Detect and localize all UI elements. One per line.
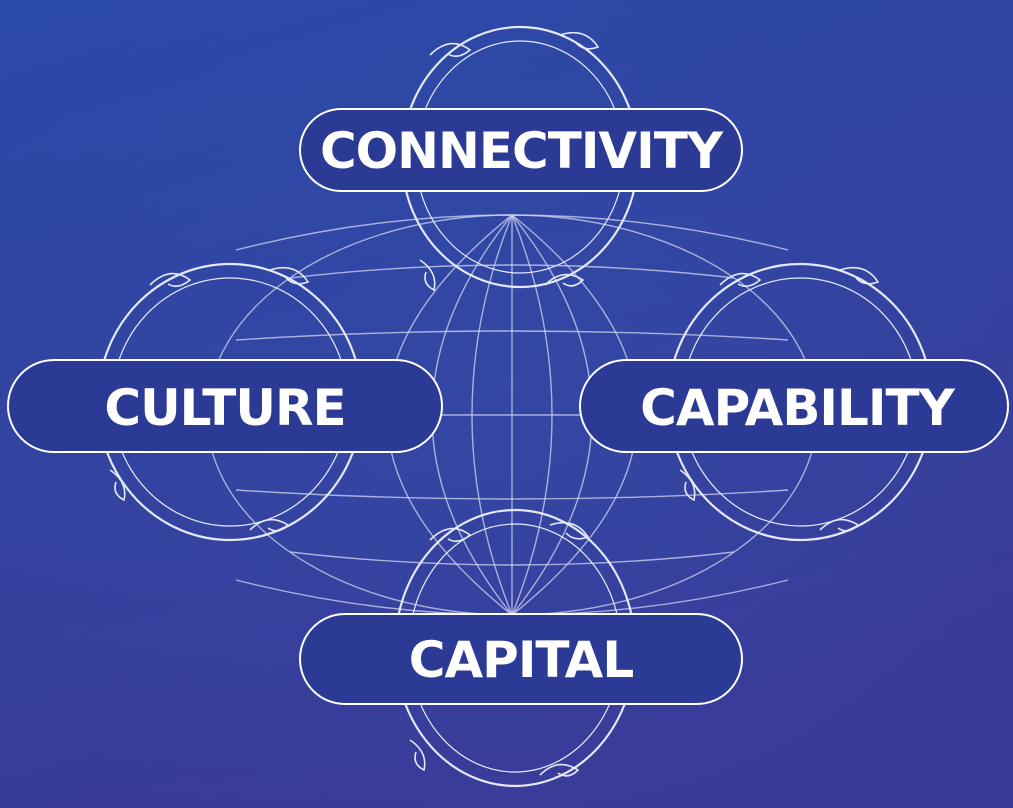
pill-shape (299, 613, 743, 705)
pill-label-culture: CULTURE (104, 379, 345, 437)
pill-label-connectivity: CONNECTIVITY (320, 122, 724, 180)
pill-label-capital: CAPITAL (409, 631, 634, 689)
pill-shape (299, 108, 743, 192)
pillar-capital: CAPITAL (299, 613, 743, 705)
pill-shape (579, 359, 1009, 453)
pillar-capability: CAPABILITY (579, 359, 1009, 453)
pill-label-capability: CAPABILITY (640, 379, 955, 437)
pillar-culture: CULTURE (7, 359, 443, 453)
pillar-connectivity: CONNECTIVITY (299, 108, 743, 192)
pill-shape (7, 359, 443, 453)
